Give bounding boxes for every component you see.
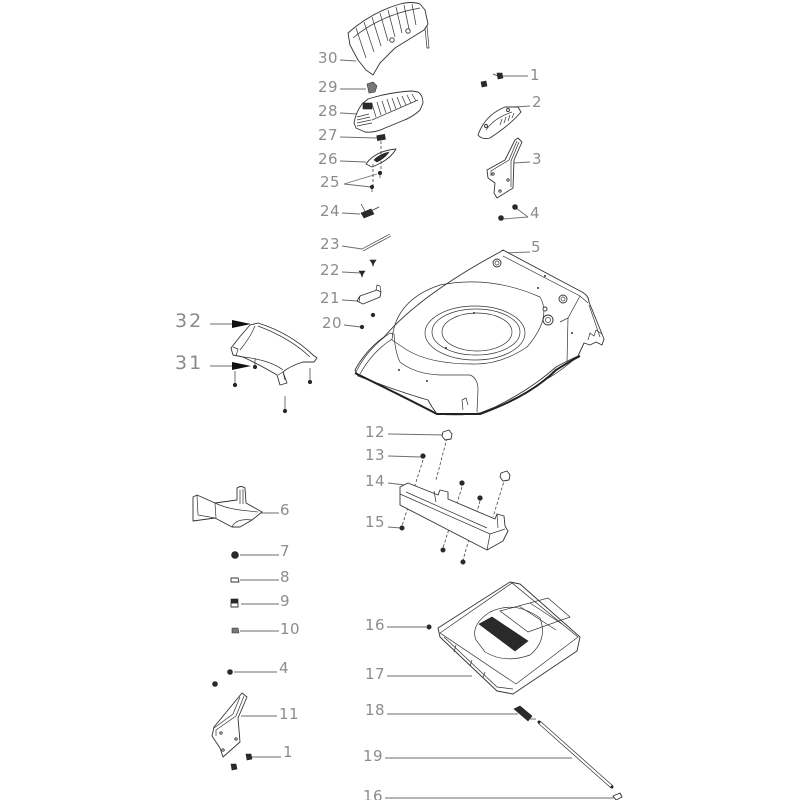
part-23-rod xyxy=(361,233,392,252)
callout-label-4-bottom: 4 xyxy=(279,659,290,677)
callout-label-29: 29 xyxy=(318,78,339,96)
part-31-screws xyxy=(232,358,313,414)
callout-label-13: 13 xyxy=(365,446,386,464)
callout-label-12: 12 xyxy=(365,423,386,441)
part-3-plate xyxy=(486,137,523,199)
callout-label-25: 25 xyxy=(320,173,341,191)
callout-label-7: 7 xyxy=(280,542,291,560)
part-21-bracket xyxy=(356,284,382,305)
part-13-screw xyxy=(420,453,483,501)
callout-label-32: 32 xyxy=(175,310,204,332)
part-30-cover xyxy=(347,2,430,76)
callout-label-6: 6 xyxy=(280,501,291,519)
callout-label-16-top: 16 xyxy=(365,616,386,634)
callout-label-8: 8 xyxy=(280,568,291,586)
callout-label-17: 17 xyxy=(365,665,386,683)
part-27-spring xyxy=(376,133,386,141)
part-20-nuts xyxy=(359,312,376,330)
callout-label-1-bottom: 1 xyxy=(283,743,294,761)
part-24-spring xyxy=(360,203,380,219)
callout-label-15: 15 xyxy=(365,513,386,531)
part-8-pin xyxy=(230,577,240,583)
callout-label-24: 24 xyxy=(320,202,341,220)
part-12-15-axle-bracket xyxy=(399,429,511,565)
part-28-grille xyxy=(353,90,424,133)
part-18-spring xyxy=(513,705,536,722)
part-5-deck xyxy=(354,249,605,416)
part-6-guard xyxy=(192,486,263,528)
callout-label-9: 9 xyxy=(280,592,291,610)
callout-label-27: 27 xyxy=(318,126,339,144)
callout-label-26: 26 xyxy=(318,150,339,168)
callout-label-11: 11 xyxy=(279,705,300,723)
callout-label-3: 3 xyxy=(532,150,543,168)
part-29-nut xyxy=(366,81,378,94)
callout-label-28: 28 xyxy=(318,102,339,120)
callout-label-19: 19 xyxy=(363,747,384,765)
part-1-screws-bottom xyxy=(230,753,253,771)
callout-label-20: 20 xyxy=(322,314,343,332)
part-25-screws xyxy=(369,170,383,192)
part-10-bolt xyxy=(231,627,240,634)
callout-label-21: 21 xyxy=(320,289,341,307)
callout-label-2: 2 xyxy=(532,93,543,111)
part-7-washer xyxy=(231,551,239,559)
callout-label-10: 10 xyxy=(280,620,301,638)
callout-label-4-top: 4 xyxy=(530,204,541,222)
part-32-flap xyxy=(230,322,318,386)
callout-label-5: 5 xyxy=(531,238,542,256)
part-1-screws-top xyxy=(480,72,504,88)
part-12-nut xyxy=(441,429,511,482)
part-4-screws-top xyxy=(498,204,518,221)
part-17-engine-cover xyxy=(437,581,581,695)
callout-label-23: 23 xyxy=(320,235,341,253)
part-2-bracket xyxy=(477,106,522,140)
part-4-screws-bottom xyxy=(212,669,233,687)
part-15-nut xyxy=(399,525,466,565)
leader-lines xyxy=(210,59,614,799)
arrow-31-icon xyxy=(232,362,251,370)
part-16-screw-top xyxy=(426,624,432,630)
callout-label-14: 14 xyxy=(365,472,386,490)
callout-label-22: 22 xyxy=(320,261,341,279)
part-11-plate xyxy=(211,692,248,758)
part-16-screw-bottom xyxy=(612,792,623,800)
callout-label-31: 31 xyxy=(175,352,204,374)
arrow-32-icon xyxy=(232,320,251,328)
callout-label-1-top: 1 xyxy=(530,66,541,84)
part-19-rod xyxy=(537,720,614,789)
part-22-screws xyxy=(358,259,377,278)
part-9-nut xyxy=(230,598,239,608)
callout-label-16-bottom: 16 xyxy=(363,787,384,800)
callout-label-30: 30 xyxy=(318,49,339,67)
callout-label-18: 18 xyxy=(365,701,386,719)
